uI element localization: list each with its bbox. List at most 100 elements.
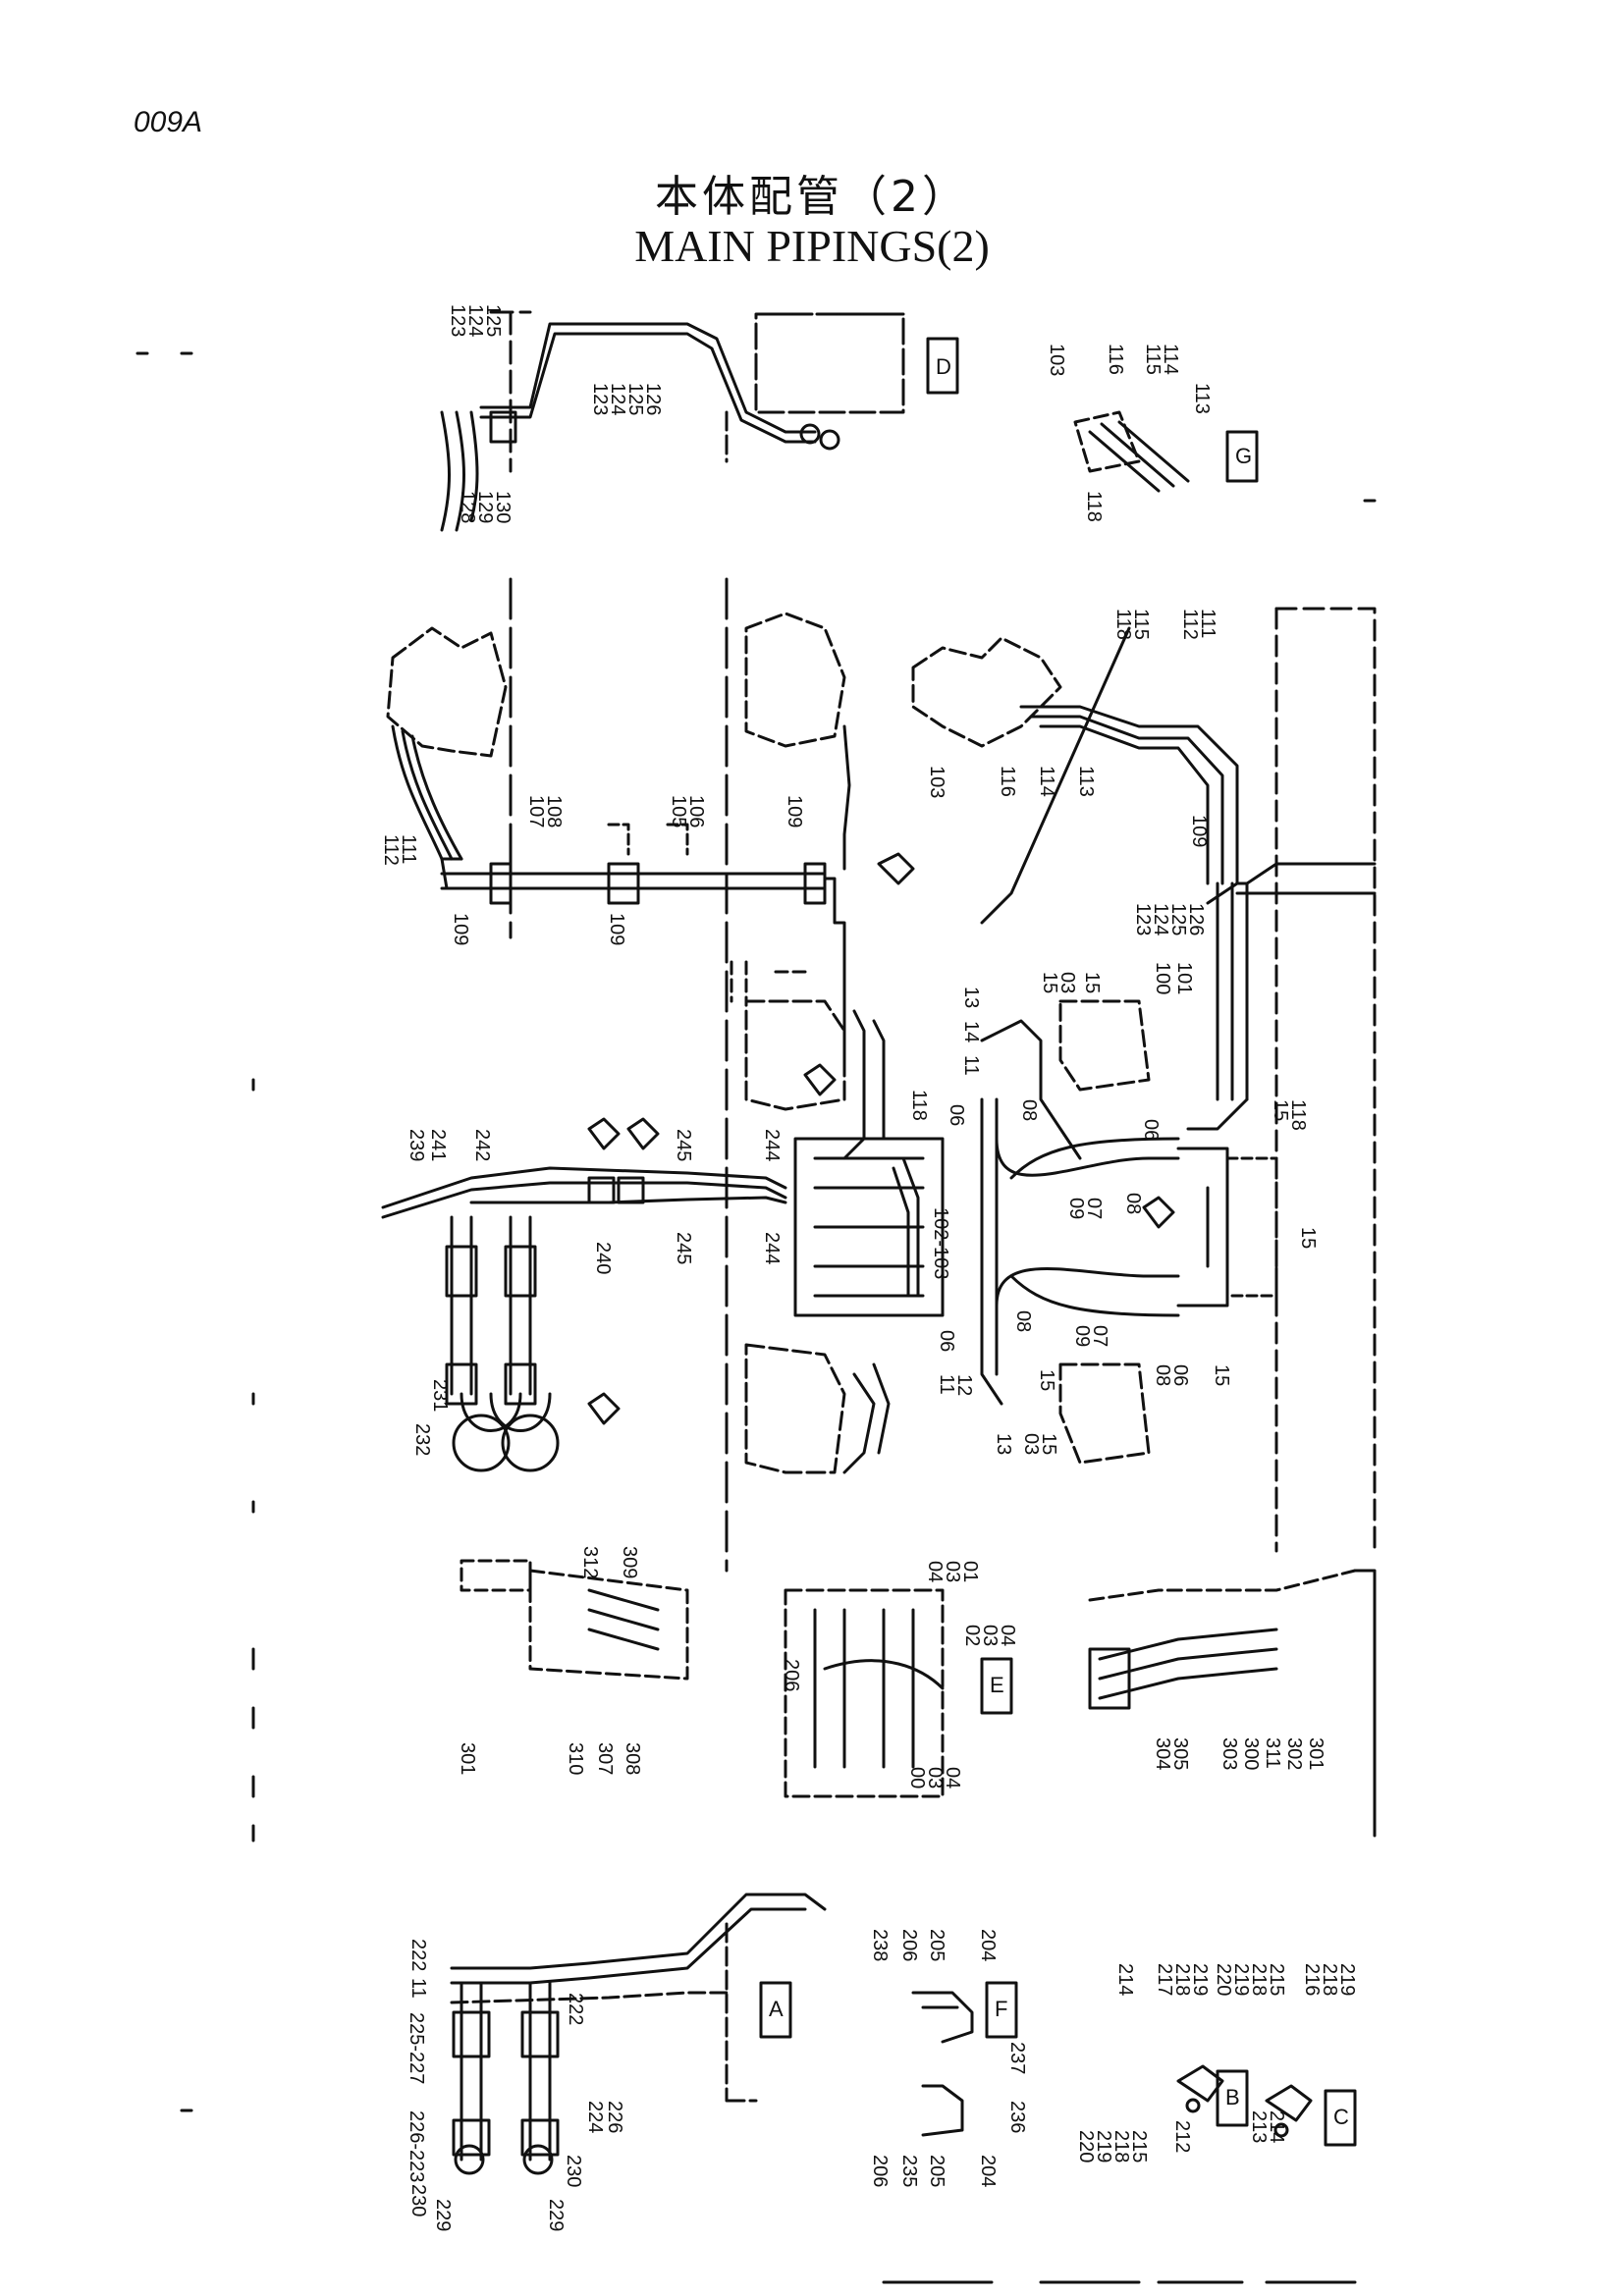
part-number: 219 xyxy=(1230,1963,1252,1996)
part-number: 300 xyxy=(1240,1737,1262,1770)
part-number: 128 xyxy=(457,491,478,523)
part-number: 218 xyxy=(1319,1963,1340,1996)
part-number: 215 xyxy=(1266,1963,1287,1996)
part-number: 101 xyxy=(1173,962,1195,994)
part-number: 217 xyxy=(1154,1963,1175,1996)
part-number: 312 xyxy=(579,1546,601,1578)
part-number: 307 xyxy=(594,1742,616,1775)
part-number: 103 xyxy=(926,766,947,798)
part-number: 304 xyxy=(1152,1737,1173,1770)
part-number: 240 xyxy=(592,1242,614,1274)
part-number: 109 xyxy=(784,795,805,828)
view-label-c: C xyxy=(1333,2105,1349,2129)
part-number: 204 xyxy=(977,2155,999,2187)
part-number: 232 xyxy=(411,1423,433,1456)
view-label-b: B xyxy=(1225,2085,1240,2109)
part-number: 218 xyxy=(1171,1963,1193,1996)
part-number: 118 xyxy=(1112,609,1134,640)
part-number: 218 xyxy=(1248,1963,1270,1996)
part-number: 244 xyxy=(761,1129,783,1161)
part-number: 118 xyxy=(908,1090,930,1121)
part-number: 15 xyxy=(1211,1364,1232,1386)
part-number: 15 xyxy=(1297,1227,1319,1249)
part-number: 222 xyxy=(407,1939,429,1971)
part-number: 237 xyxy=(1006,2042,1028,2074)
title-japanese: 本体配管（2） xyxy=(655,172,969,222)
part-number: 115 xyxy=(1130,609,1152,640)
part-number: 109 xyxy=(450,913,471,945)
part-number: 04 xyxy=(924,1561,946,1582)
part-number: 00 xyxy=(906,1767,928,1789)
part-number: 303 xyxy=(1218,1737,1240,1770)
part-number: 124 xyxy=(464,304,486,337)
part-number: 309 xyxy=(619,1546,640,1578)
part-number: 03 xyxy=(924,1767,946,1789)
view-label-g: G xyxy=(1235,444,1252,468)
part-number: 09 xyxy=(1065,1198,1087,1219)
part-number: 08 xyxy=(1152,1364,1173,1386)
part-number: 308 xyxy=(622,1742,643,1775)
part-number: 112 xyxy=(1179,609,1201,640)
part-number: 241 xyxy=(427,1129,449,1161)
part-number: 102-103 xyxy=(930,1207,951,1279)
part-number: 07 xyxy=(1089,1325,1110,1347)
part-number: 310 xyxy=(565,1742,586,1775)
part-number: 105 xyxy=(668,795,689,828)
part-number: 301 xyxy=(1305,1737,1326,1770)
part-number: 213 xyxy=(1248,2110,1270,2143)
part-number: 219 xyxy=(1093,2130,1114,2163)
part-number: 08 xyxy=(1122,1193,1144,1214)
part-number: 124 xyxy=(607,383,628,415)
title-english: MAIN PIPINGS(2) xyxy=(634,221,990,271)
part-number: 109 xyxy=(606,913,627,945)
part-number: 118 xyxy=(1287,1099,1309,1131)
part-number: 125 xyxy=(624,383,646,415)
part-number: 112 xyxy=(380,834,402,866)
part-number: 03 xyxy=(1056,972,1078,993)
part-number: 15 xyxy=(1036,1369,1057,1391)
part-number: 03 xyxy=(1020,1433,1042,1455)
part-number: 219 xyxy=(1189,1963,1211,1996)
part-number: 107 xyxy=(525,795,547,828)
part-number: 125 xyxy=(1167,903,1189,935)
part-number: 222 xyxy=(565,1993,586,2025)
view-label-d: D xyxy=(936,354,951,379)
part-number: 13 xyxy=(960,987,982,1008)
part-number: 215 xyxy=(1128,2130,1150,2163)
part-number: 123 xyxy=(447,304,468,337)
view-label-e: E xyxy=(990,1673,1004,1697)
part-number: 100 xyxy=(1152,962,1173,994)
part-number: 305 xyxy=(1169,1737,1191,1770)
part-number: 245 xyxy=(673,1232,694,1264)
part-number: 126 xyxy=(1185,903,1207,935)
part-number: 15 xyxy=(1081,972,1103,993)
part-number: 311 xyxy=(1262,1737,1283,1769)
part-number: 231 xyxy=(429,1379,451,1412)
part-number: 103 xyxy=(1046,344,1067,376)
part-number: 206 xyxy=(869,2155,891,2187)
part-number: 220 xyxy=(1213,1963,1234,1996)
part-number: 116 xyxy=(1105,344,1126,375)
part-number: 123 xyxy=(589,383,611,415)
part-number: 226 xyxy=(604,2101,625,2133)
part-number: 15 xyxy=(1270,1099,1291,1121)
part-number: 125 xyxy=(482,304,504,337)
part-number: 129 xyxy=(474,491,496,523)
part-number: 212 xyxy=(1171,2120,1193,2153)
part-number: 245 xyxy=(673,1129,694,1161)
view-label-f: F xyxy=(995,1997,1007,2021)
part-number: 04 xyxy=(942,1767,963,1789)
part-number: 242 xyxy=(471,1129,493,1161)
part-number: 225-227 xyxy=(406,2012,427,2084)
part-number: 220 xyxy=(1075,2130,1097,2163)
part-number: 239 xyxy=(406,1129,427,1161)
part-number: 115 xyxy=(1142,344,1164,375)
part-number: 14 xyxy=(960,1021,982,1042)
part-number: 08 xyxy=(1012,1310,1034,1332)
part-number: 113 xyxy=(1191,383,1213,414)
part-number: 06 xyxy=(1140,1119,1162,1141)
part-number: 06 xyxy=(1169,1364,1191,1386)
part-number: 07 xyxy=(1083,1198,1105,1219)
part-number: 08 xyxy=(1018,1099,1040,1121)
